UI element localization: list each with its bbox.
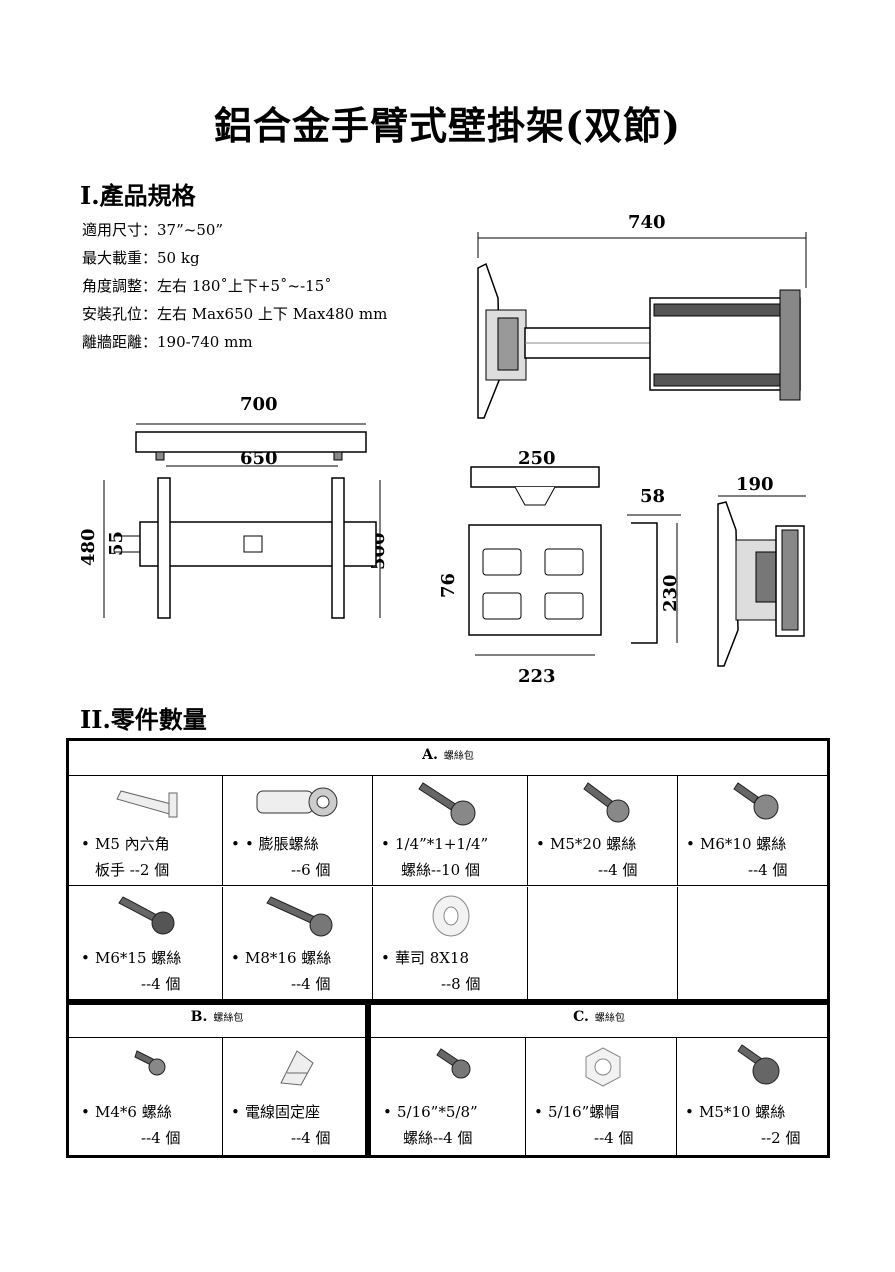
part-qty: --4 個 (598, 861, 638, 879)
part-cell: •M5*10 螺絲--2 個 (677, 1037, 827, 1155)
part-label: 華司 8X18 (395, 949, 470, 967)
washer-icon (432, 895, 470, 937)
part-cell: •M6*15 螺絲--4 個 (73, 887, 223, 999)
part-qty: --4 個 (748, 861, 788, 879)
part-qty: --6 個 (291, 861, 331, 879)
screw-icon (118, 896, 175, 935)
hex-key-icon (116, 790, 178, 818)
dim-223: 223 (518, 666, 556, 687)
part-label: M4*6 螺絲 (95, 1103, 172, 1121)
part-cell: •M5*20 螺絲--4 個 (528, 775, 678, 885)
part-qty: 板手 --2 個 (95, 861, 170, 879)
screw-icon (436, 1048, 471, 1079)
part-label: M8*16 螺絲 (245, 949, 332, 967)
part-cell: •1/4”*1+1/4”螺絲--10 個 (373, 775, 528, 885)
part-qty: --4 個 (141, 1129, 181, 1147)
spec-angle: 角度調整：左右 180˚上下+5˚~-15˚ (82, 277, 332, 295)
group-b-name: 螺絲包 (213, 1013, 244, 1024)
dim-58: 58 (640, 486, 666, 507)
dim-250: 250 (518, 448, 556, 469)
spec-distance: 離牆距離：190-740 mm (82, 333, 253, 351)
part-qty: --4 個 (594, 1129, 634, 1147)
parts-table-c: C.螺絲包 •5/16”*5/8”螺絲--4 個 •5/16”螺帽--4 個 •… (368, 1002, 830, 1158)
group-a-header: A. 螺絲包 (69, 747, 827, 776)
screw-icon (733, 782, 779, 820)
part-cell: •華司 8X18--8 個 (373, 887, 528, 999)
part-qty: --8 個 (441, 975, 481, 993)
spec-holes: 安裝孔位：左右 Max650 上下 Max480 mm (82, 305, 388, 323)
group-c-name: 螺絲包 (594, 1013, 625, 1024)
arm-folded-drawing (717, 495, 806, 667)
part-label: M5 內六角 (95, 835, 170, 853)
group-b-letter: B. (190, 1009, 208, 1025)
side-profile-drawing (627, 514, 681, 644)
section-parts-heading: II.零件數量 (80, 705, 207, 734)
screw-icon (418, 782, 476, 826)
nut-icon (585, 1047, 621, 1087)
spec-load: 最大載重：50 kg (82, 249, 200, 267)
part-qty: 螺絲--4 個 (403, 1129, 473, 1147)
part-cell: •M8*16 螺絲--4 個 (223, 887, 373, 999)
part-qty: 螺絲--10 個 (401, 861, 480, 879)
page-title: 鋁合金手臂式壁掛架(双節) (214, 103, 681, 148)
part-cell: •5/16”螺帽--4 個 (526, 1037, 677, 1155)
part-label: M6*15 螺絲 (95, 949, 182, 967)
group-a-name: 螺絲包 (443, 751, 474, 762)
part-cell: •M5 內六角板手 --2 個 (73, 775, 223, 885)
group-b-header: B. 螺絲包 (69, 1009, 365, 1038)
part-cell-empty (528, 887, 678, 999)
part-qty: --4 個 (141, 975, 181, 993)
screw-icon (737, 1044, 780, 1085)
spec-list: 適用尺寸：37”~50” 最大載重：50 kg 角度調整：左右 180˚上下+5… (82, 216, 387, 356)
dim-190: 190 (736, 474, 774, 495)
part-label: 1/4”*1+1/4” (395, 835, 489, 853)
part-cell: •• 膨脹螺絲--6 個 (223, 775, 373, 885)
group-a-letter: A. (422, 747, 438, 763)
part-cell: •5/16”*5/8”螺絲--4 個 (375, 1037, 526, 1155)
part-label: 5/16”螺帽 (548, 1103, 620, 1121)
section-specs-heading: I.產品規格 (80, 181, 196, 210)
screw-icon (266, 896, 333, 937)
part-qty: --4 個 (291, 1129, 331, 1147)
part-label: 電線固定座 (245, 1103, 321, 1121)
group-c-letter: C. (573, 1009, 589, 1025)
part-label: • 膨脹螺絲 (245, 835, 319, 853)
part-label: M5*10 螺絲 (699, 1103, 786, 1121)
part-cell: •M4*6 螺絲--4 個 (73, 1037, 223, 1155)
group-c-header: C. 螺絲包 (371, 1009, 827, 1038)
part-cell: •電線固定座--4 個 (223, 1037, 367, 1155)
arm-extended-drawing (477, 232, 807, 419)
cable-clip-icon (280, 1050, 314, 1086)
wall-plate-drawing (103, 423, 381, 619)
anchor-bolt-icon (256, 787, 338, 817)
spec-size: 適用尺寸：37”~50” (82, 221, 224, 239)
dim-700: 700 (240, 394, 278, 415)
part-qty: --2 個 (761, 1129, 801, 1147)
screw-icon (134, 1050, 166, 1076)
parts-table-b: B.螺絲包 •M4*6 螺絲--4 個 •電線固定座--4 個 (66, 1002, 368, 1158)
part-label: M5*20 螺絲 (550, 835, 637, 853)
screw-icon (583, 782, 630, 823)
dim-740: 740 (628, 212, 666, 233)
part-qty: --4 個 (291, 975, 331, 993)
bracket-plate-drawing (468, 466, 602, 656)
dim-650: 650 (240, 448, 278, 469)
part-label: 5/16”*5/8” (397, 1103, 478, 1121)
parts-table-a: A.螺絲包 •M5 內六角板手 --2 個 •• 膨脹螺絲--6 個 •1/4”… (66, 738, 830, 1002)
part-cell: •M6*10 螺絲--4 個 (678, 775, 828, 885)
part-label: M6*10 螺絲 (700, 835, 787, 853)
dim-480: 480 (78, 528, 99, 566)
